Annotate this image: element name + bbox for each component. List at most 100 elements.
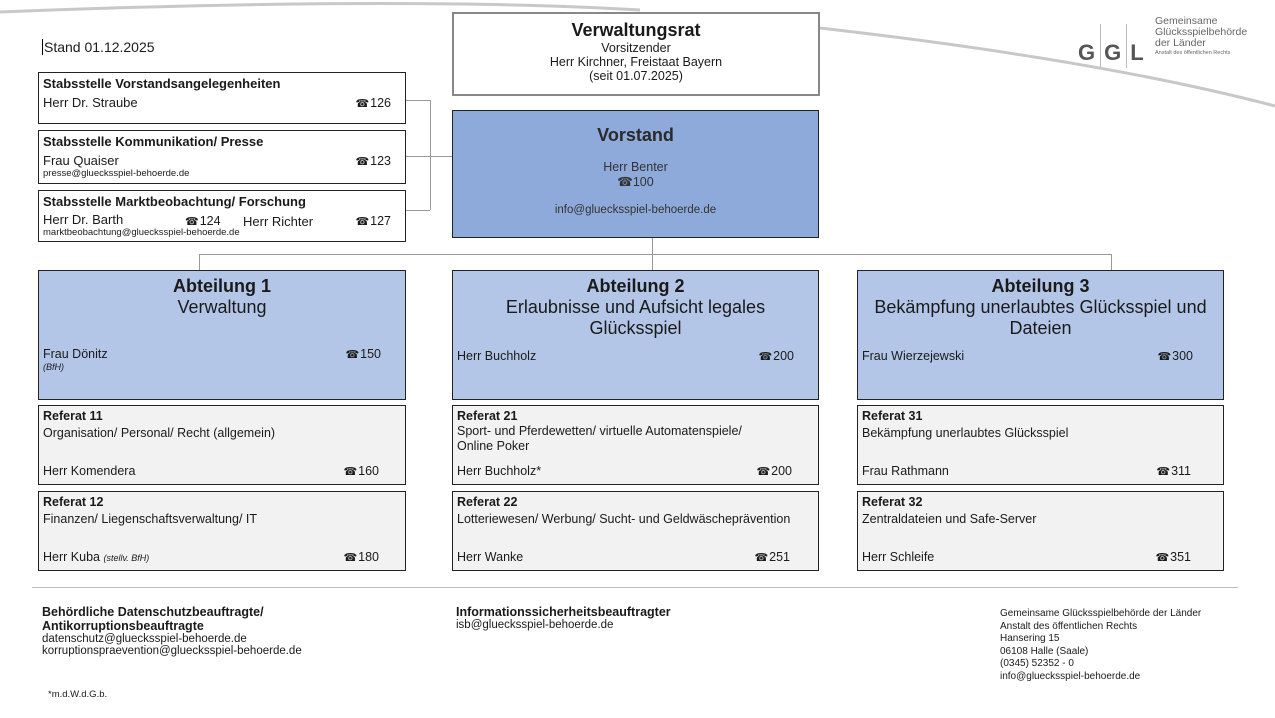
referat-phone: ☎180 bbox=[343, 550, 379, 564]
decorative-swoosh bbox=[0, 1, 1275, 108]
phone-icon: ☎ bbox=[345, 349, 360, 361]
referat-head-note: (stellv. BfH) bbox=[103, 553, 150, 563]
stabsstelle-box: Stabsstelle Vorstandsangelegenheiten Her… bbox=[38, 72, 406, 124]
referat-22-box: Referat 22 Lotteriewesen/ Werbung/ Sucht… bbox=[452, 491, 819, 571]
verwaltungsrat-title: Verwaltungsrat bbox=[571, 20, 701, 40]
verwaltungsrat-role: Vorsitzender bbox=[601, 41, 671, 55]
verwaltungsrat-person: Herr Kirchner, Freistaat Bayern bbox=[549, 55, 723, 69]
dsb-email: datenschutz@gluecksspiel-behoerde.de bbox=[42, 633, 247, 645]
abteilung-title: Abteilung 3 bbox=[991, 276, 1090, 296]
stabsstelle-person: Herr Dr. Barth bbox=[43, 212, 124, 227]
referat-11-box: Referat 11 Organisation/ Personal/ Recht… bbox=[38, 405, 406, 485]
connector-line bbox=[406, 156, 452, 157]
address-line: 06108 Halle (Saale) bbox=[1000, 645, 1089, 657]
connector-line bbox=[406, 210, 430, 211]
abteilung-head: Herr Buchholz bbox=[457, 349, 537, 363]
footer-dsb: Behördliche Datenschutzbeauftragte/ Anti… bbox=[42, 605, 302, 657]
verwaltungsrat-since: (seit 01.07.2025) bbox=[589, 69, 683, 83]
phone-icon: ☎ bbox=[756, 466, 771, 478]
phone-number: 127 bbox=[370, 214, 391, 228]
stabsstelle-title: Stabsstelle Marktbeobachtung/ Forschung bbox=[43, 194, 306, 209]
logo-letter-g2: G bbox=[1104, 39, 1124, 65]
phone-icon: ☎ bbox=[343, 466, 358, 478]
referat-head-name: Herr Kuba bbox=[43, 550, 100, 564]
stand-text: Stand 01.12.2025 bbox=[42, 39, 155, 55]
dsb-title: Antikorruptionsbeauftragte bbox=[42, 619, 204, 633]
referat-title: Referat 22 bbox=[457, 495, 518, 509]
vorstand-phone-number: 100 bbox=[632, 175, 654, 189]
stabsstelle-box: Stabsstelle Kommunikation/ Presse Frau Q… bbox=[38, 130, 406, 184]
stabsstelle-box: Stabsstelle Marktbeobachtung/ Forschung … bbox=[38, 190, 406, 242]
address-line: Anstalt des öffentlichen Rechts bbox=[1000, 620, 1138, 632]
phone-number: 124 bbox=[199, 214, 221, 228]
abteilung-subtitle: Bekämpfung unerlaubtes Glücksspiel und D… bbox=[874, 297, 1207, 338]
phone-icon: ☎ bbox=[754, 552, 769, 564]
phone-icon: ☎ bbox=[1156, 466, 1171, 478]
logo-divider bbox=[1100, 24, 1102, 68]
stabsstelle-title: Stabsstelle Kommunikation/ Presse bbox=[43, 134, 264, 149]
connector-line bbox=[1111, 254, 1112, 270]
referat-desc: Finanzen/ Liegenschaftsverwaltung/ IT bbox=[43, 512, 258, 526]
dsb-title: Behördliche Datenschutzbeauftragte/ bbox=[42, 605, 264, 619]
phone-number: 200 bbox=[771, 464, 792, 478]
referat-title: Referat 12 bbox=[43, 495, 104, 509]
logo-divider bbox=[1126, 24, 1128, 68]
referat-title: Referat 21 bbox=[457, 409, 518, 423]
isb-title: Informationssicherheitsbeauftragter bbox=[456, 605, 671, 619]
phone-icon: ☎ bbox=[1157, 351, 1172, 363]
referat-head: Herr Schleife bbox=[862, 550, 935, 564]
phone-icon: ☎ bbox=[343, 552, 358, 564]
referat-head: Frau Rathmann bbox=[862, 464, 949, 478]
phone-icon: ☎ bbox=[355, 216, 370, 228]
logo-line: der Länder bbox=[1155, 37, 1206, 49]
stabsstelle-phone: ☎124 bbox=[185, 214, 221, 228]
phone-icon: ☎ bbox=[617, 175, 633, 189]
stand-date: Stand 01.12.2025 bbox=[42, 39, 155, 55]
footer-divider bbox=[32, 587, 1238, 588]
phone-icon: ☎ bbox=[1155, 552, 1170, 564]
stabsstelle-person: Frau Quaiser bbox=[43, 153, 119, 168]
logo-letter-g1: G bbox=[1078, 39, 1098, 65]
stabsstelle-person: Herr Dr. Straube bbox=[43, 95, 138, 110]
phone-number: 351 bbox=[1170, 550, 1191, 564]
phone-icon: ☎ bbox=[355, 156, 370, 168]
abteilung-phone: ☎300 bbox=[1157, 349, 1193, 363]
referat-phone: ☎200 bbox=[756, 464, 792, 478]
connector-line bbox=[406, 100, 430, 101]
footnote: *m.d.W.d.G.b. bbox=[48, 689, 108, 700]
referat-phone: ☎251 bbox=[754, 550, 790, 564]
phone-number: 150 bbox=[360, 347, 381, 361]
abteilung-subtitle: Erlaubnisse und Aufsicht legales Glückss… bbox=[505, 297, 766, 338]
referat-phone: ☎160 bbox=[343, 464, 379, 478]
vorstand-title: Vorstand bbox=[597, 125, 674, 145]
referat-head: Herr Buchholz* bbox=[457, 464, 542, 478]
phone-number: 123 bbox=[370, 154, 391, 168]
stabsstelle-phone-2: ☎127 bbox=[355, 214, 391, 228]
referat-title: Referat 31 bbox=[862, 409, 923, 423]
referat-desc: Lotteriewesen/ Werbung/ Sucht- und Geldw… bbox=[457, 512, 791, 526]
stabsstelle-phone: ☎126 bbox=[355, 96, 391, 110]
referat-title: Referat 11 bbox=[43, 409, 103, 423]
phone-number: 126 bbox=[370, 96, 391, 110]
phone-icon: ☎ bbox=[758, 351, 773, 363]
logo-letter-l: L bbox=[1130, 39, 1146, 65]
referat-31-box: Referat 31 Bekämpfung unerlaubtes Glücks… bbox=[857, 405, 1224, 485]
abteilung-head: Frau Dönitz bbox=[43, 347, 108, 361]
isb-email: isb@gluecksspiel-behoerde.de bbox=[456, 619, 614, 631]
phone-number: 160 bbox=[358, 464, 379, 478]
stabsstelle-email: presse@gluecksspiel-behoerde.de bbox=[43, 168, 190, 179]
logo-text: Gemeinsame Glücksspielbehörde der Länder… bbox=[1155, 16, 1247, 57]
stabsstelle-phone: ☎123 bbox=[355, 154, 391, 168]
referat-desc: Organisation/ Personal/ Recht (allgemein… bbox=[43, 426, 276, 440]
referat-21-box: Referat 21 Sport- und Pferdewetten/ virt… bbox=[452, 405, 819, 485]
phone-number: 251 bbox=[769, 550, 790, 564]
abteilung-title: Abteilung 2 bbox=[586, 276, 685, 296]
vorstand-email: info@gluecksspiel-behoerde.de bbox=[554, 204, 717, 216]
abteilung-1-box: Abteilung 1 Verwaltung Frau Dönitz (BfH)… bbox=[38, 270, 406, 400]
referat-12-box: Referat 12 Finanzen/ Liegenschaftsverwal… bbox=[38, 491, 406, 571]
referat-title: Referat 32 bbox=[862, 495, 923, 509]
vorstand-box: Vorstand Herr Benter ☎100 info@glueckssp… bbox=[452, 110, 819, 238]
logo-line: Glücksspielbehörde bbox=[1155, 26, 1248, 38]
address-line: info@gluecksspiel-behoerde.de bbox=[1000, 670, 1141, 682]
